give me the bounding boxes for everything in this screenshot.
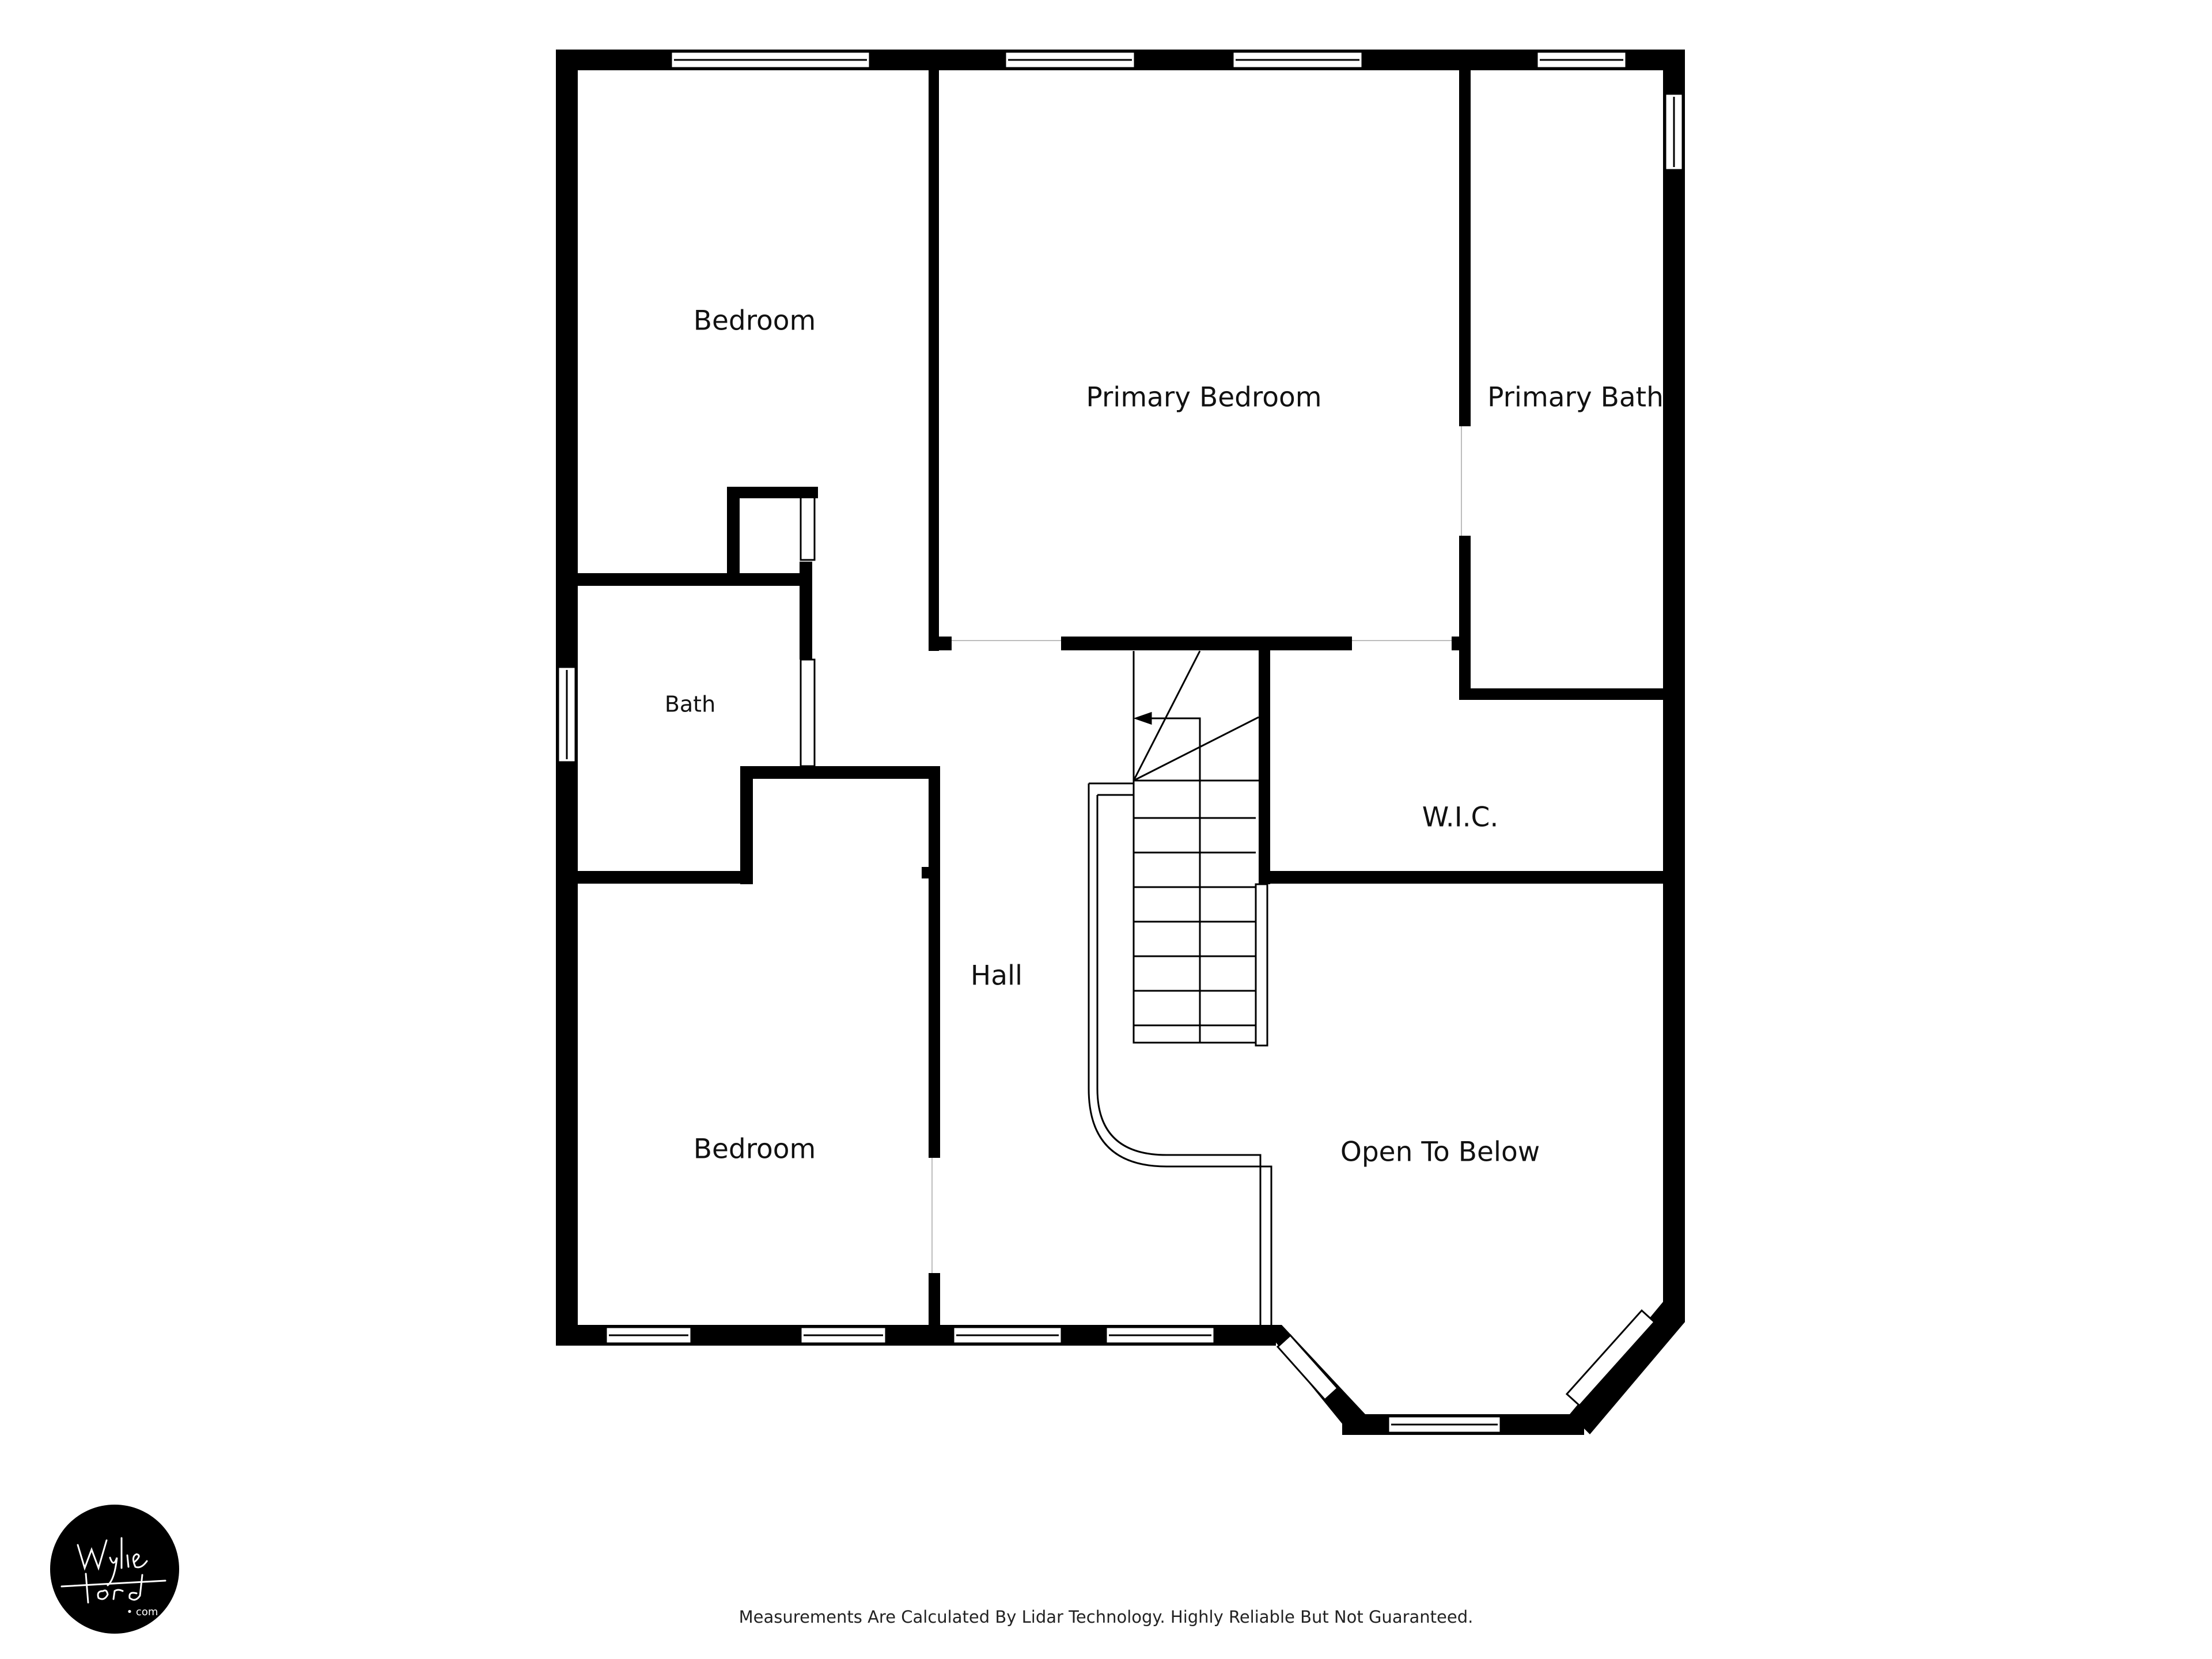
wall-bath-right: [800, 562, 812, 660]
wall-primary-bath-lower: [1459, 536, 1471, 700]
outer-wall-right: [1663, 50, 1685, 1314]
disclaimer-text: Measurements Are Calculated By Lidar Tec…: [738, 1607, 1474, 1627]
staircase: [1088, 650, 1272, 1325]
stair-run: [1132, 779, 1264, 1044]
label-bedroom-bottom: Bedroom: [694, 1134, 816, 1165]
wall-closet-top: [727, 487, 818, 498]
label-open-to-below: Open To Below: [1340, 1137, 1540, 1168]
stair-outer-rail: [1255, 883, 1268, 1047]
wall-wic-left: [1259, 648, 1270, 884]
wall-bath-top: [573, 573, 804, 586]
wall-primary-bath: [1459, 63, 1471, 426]
wall-wic-top: [1459, 688, 1675, 700]
label-bath: Bath: [665, 692, 715, 717]
wall-bath-bottom: [573, 871, 753, 884]
wall-bath-notch-top: [740, 766, 939, 779]
label-hall: Hall: [971, 960, 1022, 992]
door-openings: [800, 426, 1462, 1273]
bay-wall-right: [1570, 1302, 1685, 1434]
gallery-railing-inner: [1096, 795, 1262, 1325]
wall-bath-notch-left: [740, 766, 753, 884]
walls: [556, 50, 1685, 1435]
wall-primary-bottom-b: [1061, 637, 1352, 650]
logo-com: • com: [127, 1606, 158, 1618]
room-labels: Bedroom Primary Bedroom Primary Bath Bat…: [665, 305, 1664, 1168]
wylie-ford-logo: • com: [50, 1505, 179, 1634]
label-primary-bath: Primary Bath: [1487, 382, 1664, 414]
wall-primary-bottom-a: [929, 637, 952, 650]
wall-wic-bottom: [1259, 871, 1675, 884]
wall-closet-left: [727, 487, 740, 579]
label-wic: W.I.C.: [1422, 802, 1499, 834]
windows: [557, 51, 1684, 1434]
window-bay-left: [1276, 1334, 1339, 1402]
wall-bedroom-hall-low: [929, 1273, 940, 1328]
window-bay-right: [1565, 1309, 1656, 1407]
gallery-railing-outer: [1088, 783, 1272, 1325]
wall-bedroom-primary: [929, 63, 939, 651]
label-primary-bedroom: Primary Bedroom: [1086, 382, 1321, 414]
wall-hall-jamb: [922, 867, 930, 878]
wall-primary-bottom-c: [1452, 637, 1471, 650]
wall-bedroom-hall: [929, 766, 940, 1158]
label-bedroom-top: Bedroom: [694, 305, 816, 337]
